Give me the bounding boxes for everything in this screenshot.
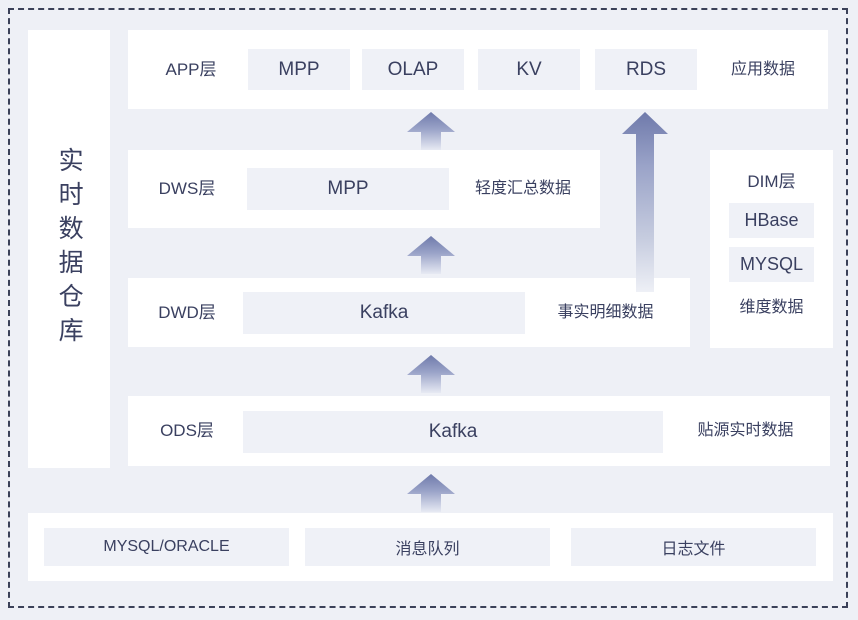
source-chip-mysql-oracle: MYSQL/ORACLE [44, 528, 289, 566]
tech-chip-mpp: MPP [248, 49, 350, 90]
tech-chip-mpp-dws: MPP [247, 168, 449, 210]
layer-label-app: APP层 [165, 60, 217, 79]
layer-row-dws: DWS层 MPP 轻度汇总数据 [128, 150, 600, 228]
layer-note-ods: 贴源实时数据 [697, 422, 794, 439]
source-systems-row: MYSQL/ORACLE 消息队列 日志文件 [28, 513, 833, 581]
arrow-sources-to-ods [407, 474, 455, 512]
layer-note-dim: 维度数据 [739, 299, 804, 316]
layer-label-dws: DWS层 [158, 179, 216, 198]
layer-note-app: 应用数据 [730, 61, 795, 78]
layer-panel-dim: DIM层 HBase MYSQL 维度数据 [710, 150, 833, 348]
layer-note-dws: 轻度汇总数据 [474, 180, 571, 197]
tech-chip-hbase: HBase [729, 203, 814, 238]
vertical-title-text: 实时数据仓库 [55, 147, 84, 351]
layer-row-app: APP层 MPP OLAP KV RDS 应用数据 [128, 30, 828, 109]
tech-chip-mysql: MYSQL [729, 247, 814, 282]
layer-label-dim: DIM层 [747, 172, 796, 191]
arrow-dwd-to-dws [407, 236, 455, 274]
source-chip-message-queue: 消息队列 [305, 528, 550, 566]
layer-row-dwd: DWD层 Kafka 事实明细数据 [128, 278, 690, 347]
tech-chip-kafka-ods: Kafka [243, 411, 663, 453]
arrow-dwd-to-app-rds [622, 112, 668, 292]
arrow-ods-to-dwd [407, 355, 455, 393]
vertical-title-panel: 实时数据仓库 [28, 30, 110, 468]
source-chip-log-file: 日志文件 [571, 528, 816, 566]
tech-chip-kv: KV [478, 49, 580, 90]
layer-row-ods: ODS层 Kafka 贴源实时数据 [128, 396, 830, 466]
tech-chip-rds: RDS [595, 49, 697, 90]
layer-note-dwd: 事实明细数据 [557, 304, 654, 321]
layer-label-ods: ODS层 [160, 421, 214, 440]
tech-chip-olap: OLAP [362, 49, 464, 90]
layer-label-dwd: DWD层 [158, 303, 216, 322]
tech-chip-kafka-dwd: Kafka [243, 292, 525, 334]
arrow-dws-to-app [407, 112, 455, 150]
